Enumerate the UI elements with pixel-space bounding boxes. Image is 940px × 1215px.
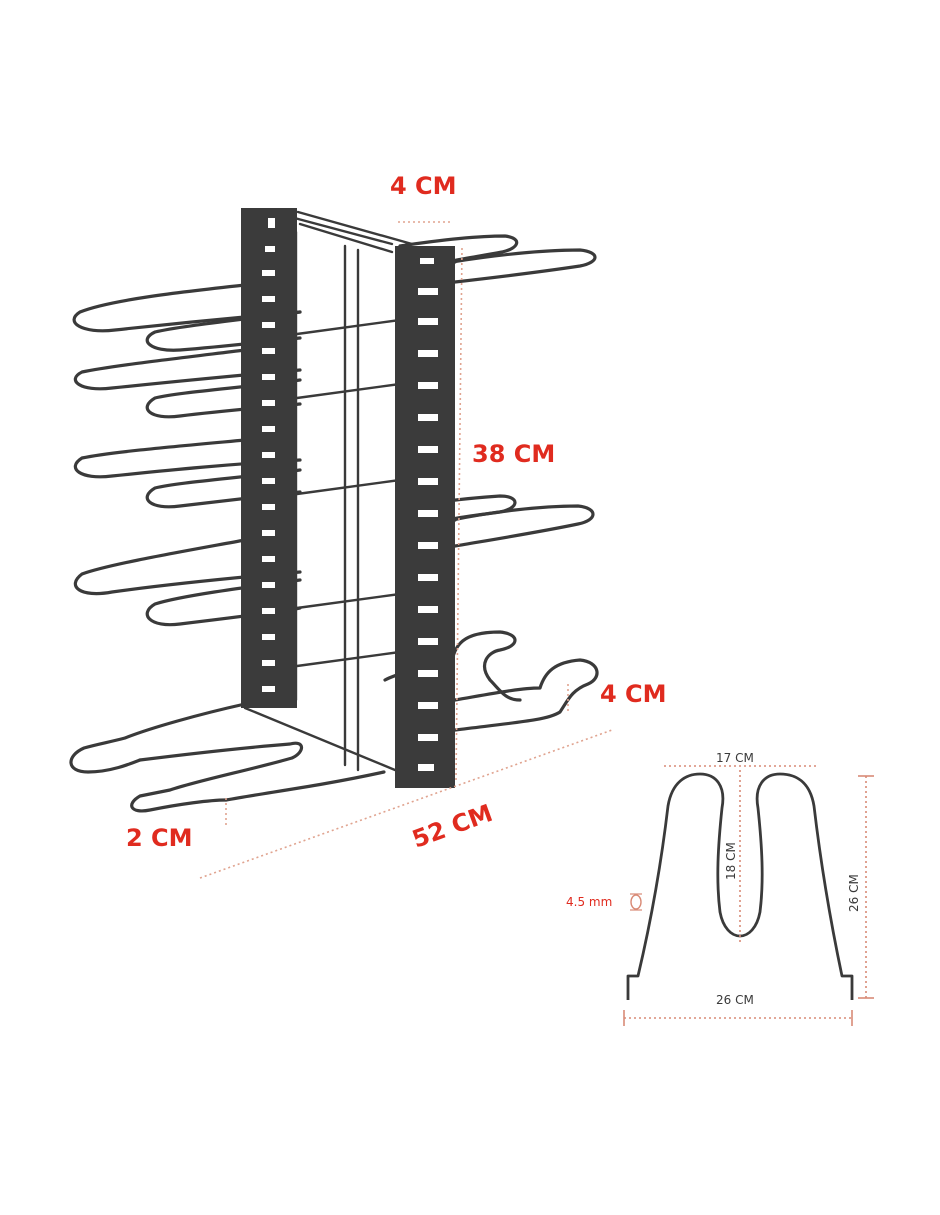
front-panel [395,246,455,788]
height-line [455,247,463,781]
pan-rack-illustration [69,208,599,813]
hook-height-label: 4 CM [600,680,667,708]
wire-diameter-label: 4.5 mm [566,895,612,909]
height-label: 38 CM [472,440,555,468]
total-height-label: 26 CM [847,874,861,912]
wire-diameter-marker [630,894,642,910]
inner-height-label: 18 CM [724,842,738,880]
base-feet [69,702,397,813]
foot-gap-label: 2 CM [126,824,193,852]
back-panel [241,208,297,708]
rack-dimension-lines [199,221,613,879]
top-width-label: 4 CM [390,172,457,200]
length-label: 52 CM [408,799,496,854]
gap-width-label: 17 CM [716,751,754,765]
rack-rungs [295,318,402,668]
arm-profile-detail: 17 CM 18 CM 26 CM 26 CM 4.5 mm [566,751,874,1026]
base-width-label: 26 CM [716,993,754,1007]
